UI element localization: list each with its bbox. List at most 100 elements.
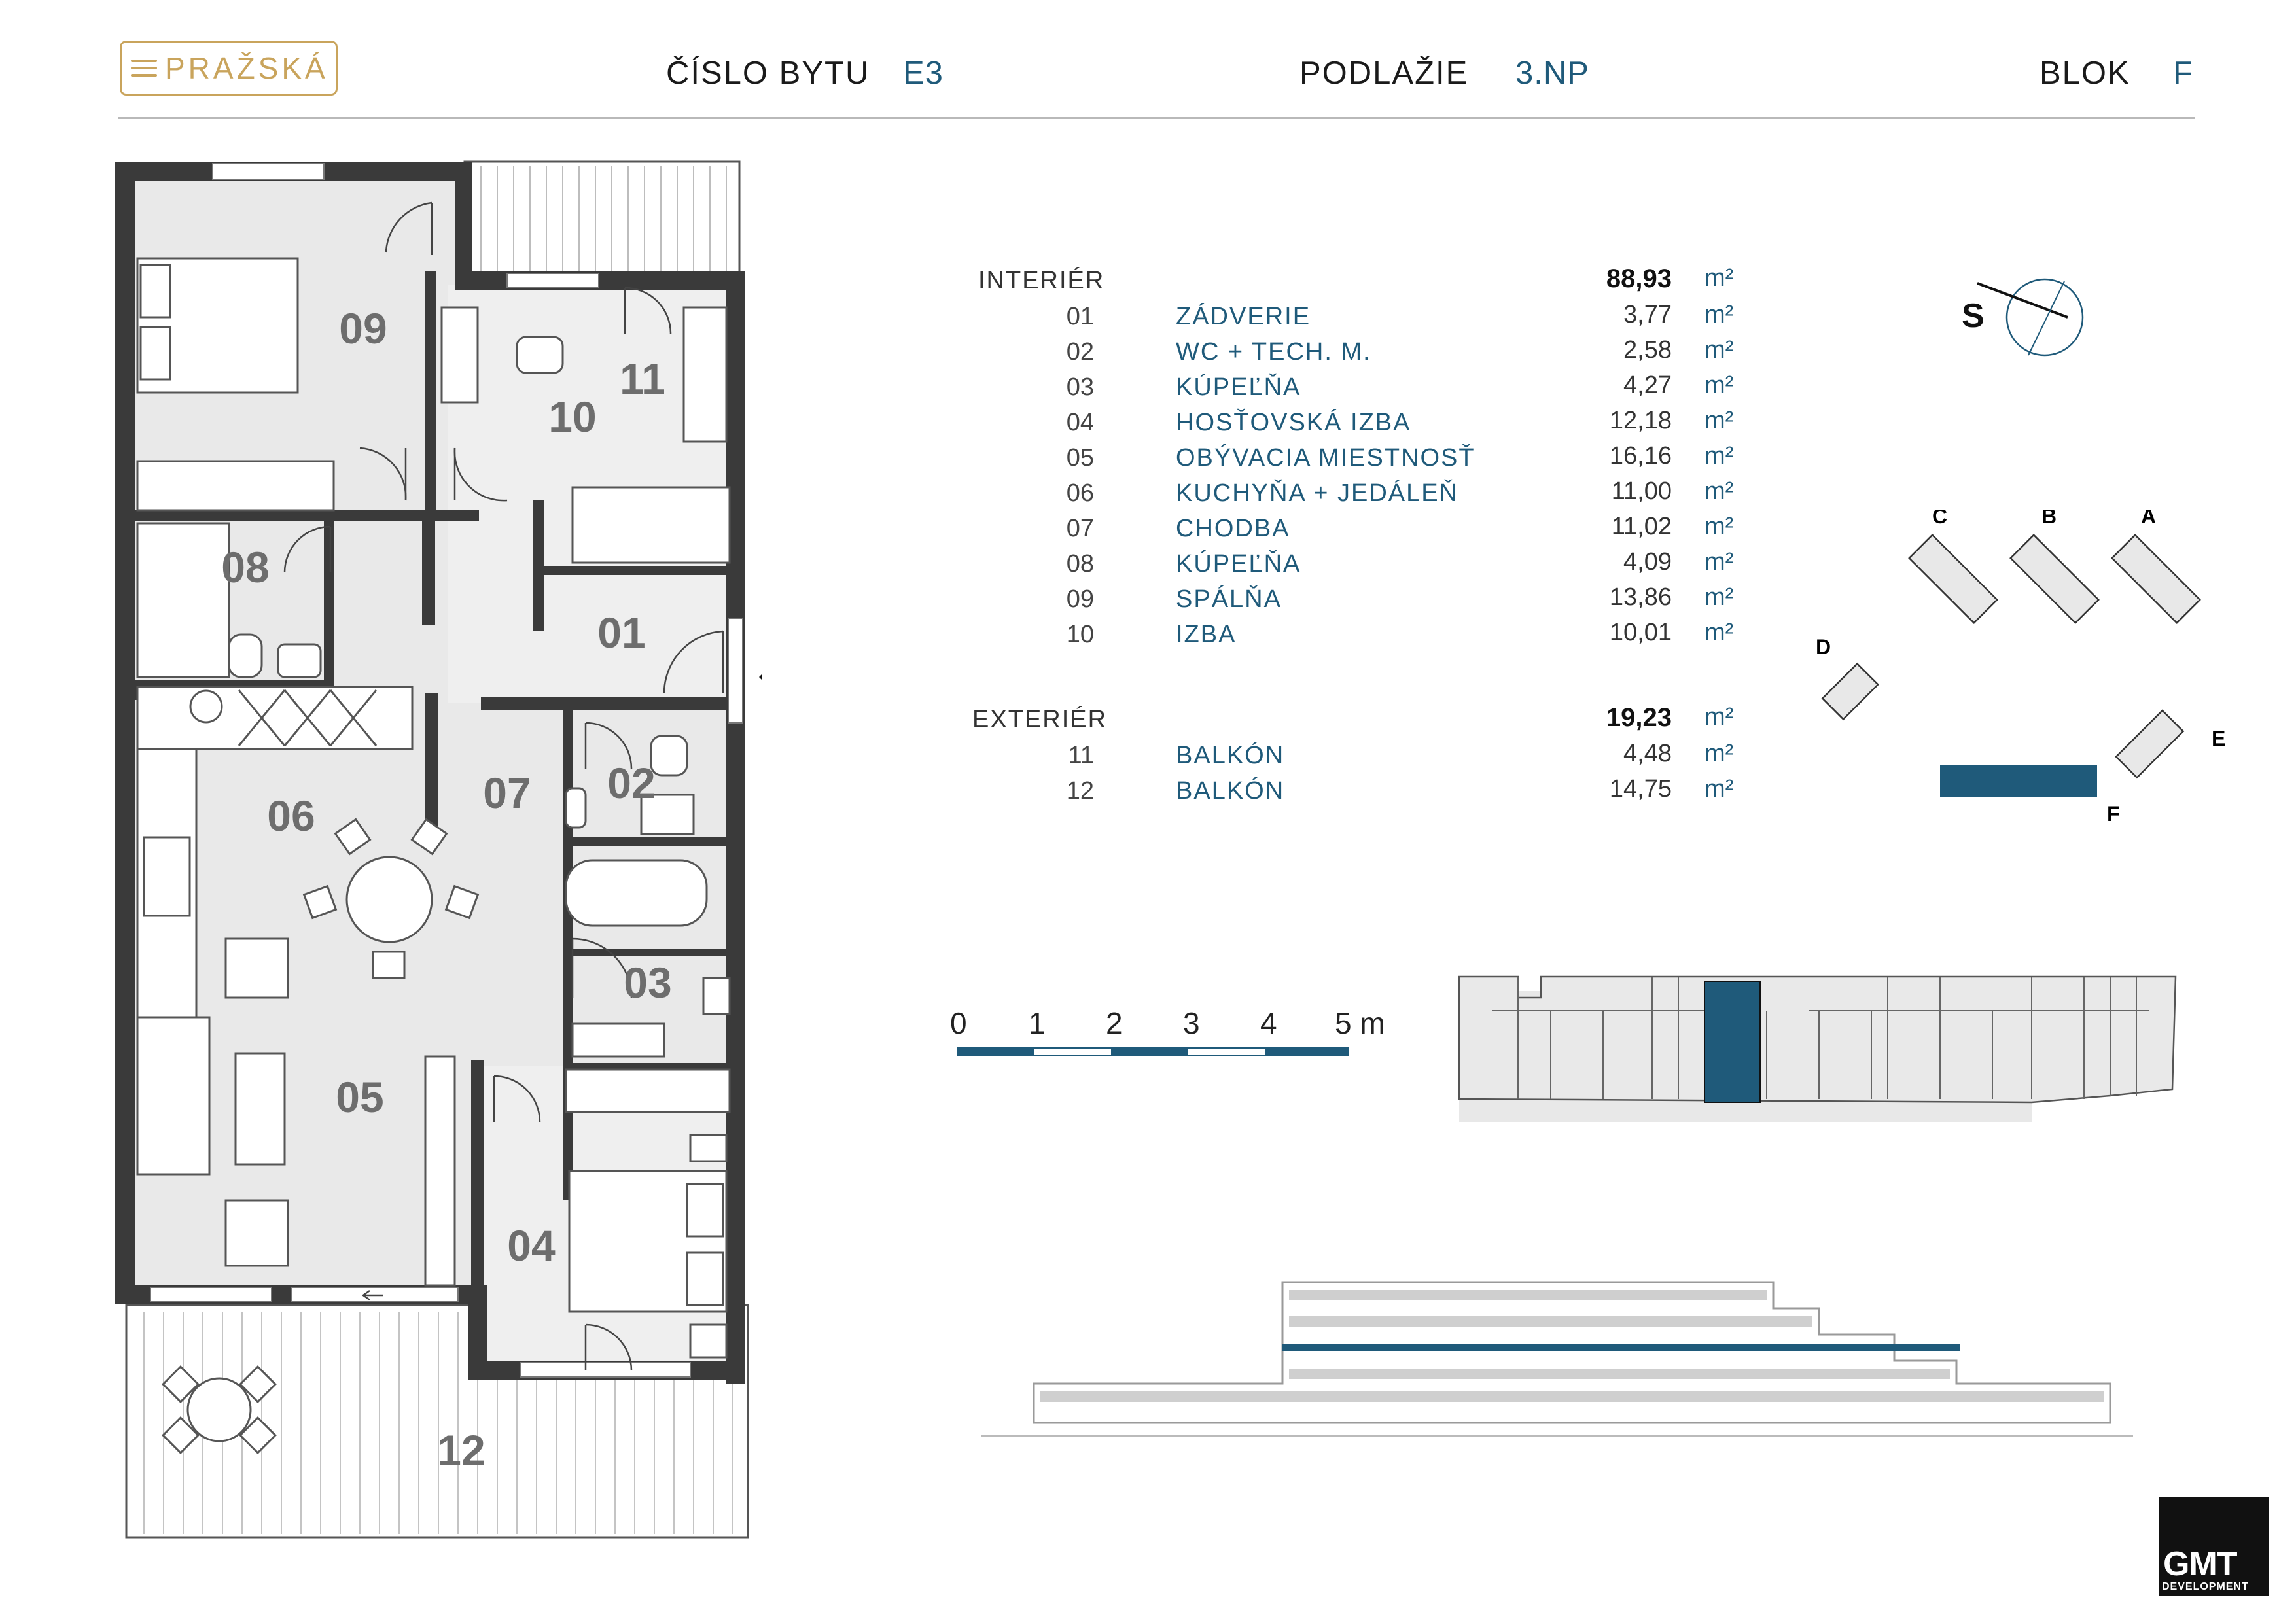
compass: S (1962, 278, 2084, 357)
apartment-number-label: ČÍSLO BYTU (666, 56, 870, 91)
room-id: 11 (1068, 742, 1094, 769)
room-area: 12,18 (1609, 407, 1672, 434)
bedroom-09-furniture (136, 257, 335, 512)
scale-tick: 5 m (1335, 1006, 1385, 1040)
block-b (2009, 534, 2100, 624)
block-letter-d: D (1816, 635, 1831, 659)
block-letter-e: E (2212, 727, 2225, 750)
room-area: 13,86 (1609, 584, 1672, 611)
developer-name: GMT (2163, 1545, 2238, 1583)
floor-label: PODLAŽIE (1299, 56, 1469, 91)
floor-value: 3.NP (1515, 56, 1589, 91)
entrance-icon (759, 674, 762, 680)
block-value: F (2173, 56, 2193, 91)
room-label-03: 03 (624, 958, 671, 1007)
room-area: 2,58 (1623, 336, 1672, 364)
brand-name: PRAŽSKÁ (165, 51, 328, 85)
developer-logo: GMT DEVELOPMENT (2159, 1497, 2269, 1596)
room-name: CHODBA (1176, 515, 1290, 542)
block-e (2115, 709, 2185, 779)
compass-icon (2005, 278, 2084, 357)
room-area: 11,00 (1611, 478, 1672, 505)
room-area: 4,09 (1623, 548, 1672, 576)
room-area: 14,75 (1609, 775, 1672, 803)
scale-tick: 3 (1183, 1006, 1200, 1040)
block-label: BLOK (2040, 56, 2130, 91)
block-letter-b: B (2041, 510, 2057, 528)
room-name: KÚPEĽŇA (1176, 374, 1301, 401)
room-unit: m² (1704, 442, 1734, 470)
room-unit: m² (1704, 301, 1734, 328)
room-label-12: 12 (437, 1426, 485, 1475)
interior-total: 88,93 (1606, 264, 1672, 293)
room-id: 12 (1066, 777, 1094, 805)
room-name: ZÁDVERIE (1176, 303, 1311, 330)
room-name: KÚPEĽŇA (1176, 550, 1301, 578)
room-name: KUCHYŇA + JEDÁLEŇ (1176, 480, 1459, 507)
room-unit: m² (1704, 407, 1734, 434)
bathroom-08-furniture (136, 522, 322, 678)
room-label-09: 09 (339, 304, 387, 353)
room-id: 03 (1066, 374, 1094, 401)
scale-tick: 0 (950, 1006, 967, 1040)
room-area: 3,77 (1623, 301, 1672, 328)
room-area: 16,16 (1609, 442, 1672, 470)
room-id: 05 (1066, 444, 1094, 472)
room-name: SPÁLŇA (1176, 585, 1282, 613)
room-id: 06 (1066, 480, 1094, 507)
room-unit: m² (1704, 372, 1734, 399)
room-unit: m² (1704, 740, 1734, 767)
room-unit: m² (1704, 336, 1734, 364)
waves-icon (131, 55, 157, 81)
compass-north-letter: S (1962, 297, 1985, 335)
floor-plan: 11 09 10 08 01 02 07 06 03 05 04 12 (115, 160, 762, 1539)
exterior-total-unit: m² (1704, 703, 1734, 731)
developer-subtitle: DEVELOPMENT (2162, 1581, 2249, 1592)
block-f-highlighted (1940, 765, 2097, 797)
room-area: 4,48 (1623, 740, 1672, 767)
building-section (981, 1281, 2133, 1437)
scale-segments (957, 1047, 1349, 1056)
room-id: 02 (1066, 338, 1094, 366)
block-letter-c: C (1932, 510, 1947, 528)
exterior-label: EXTERIÉR (972, 706, 1108, 733)
scale-tick: 1 (1029, 1006, 1046, 1040)
living-furniture (136, 1016, 456, 1287)
scale-tick: 2 (1106, 1006, 1123, 1040)
room-name: OBÝVACIA MIESTNOSŤ (1176, 444, 1475, 472)
room-area: 10,01 (1609, 619, 1672, 646)
room-area: 4,27 (1623, 372, 1672, 399)
room-unit: m² (1704, 478, 1734, 505)
room-id: 10 (1066, 621, 1094, 648)
block-d (1821, 662, 1879, 721)
room-unit: m² (1704, 619, 1734, 646)
room-name: BALKÓN (1176, 777, 1285, 805)
room-name: BALKÓN (1176, 742, 1285, 769)
room-label-07: 07 (483, 769, 531, 817)
room-label-04: 04 (507, 1221, 556, 1270)
room-id: 01 (1066, 303, 1094, 330)
door-swings (283, 201, 724, 1371)
header-divider (118, 117, 2195, 119)
room-label-01: 01 (597, 608, 645, 657)
room-id: 04 (1066, 409, 1094, 436)
room-label-11: 11 (620, 355, 665, 403)
block-c (1908, 534, 1998, 624)
room-id: 08 (1066, 550, 1094, 578)
block-letter-a: A (2141, 510, 2156, 528)
scale-tick: 4 (1260, 1006, 1277, 1040)
dining-set (224, 818, 480, 999)
block-f-facade-highlight (1704, 981, 1761, 1103)
room-unit: m² (1704, 548, 1734, 576)
bathroom-fixtures (565, 735, 731, 1058)
exterior-total: 19,23 (1606, 703, 1672, 732)
apartment-number-value: E3 (903, 56, 944, 91)
brand-logo: PRAŽSKÁ (120, 41, 338, 96)
room-label-05: 05 (336, 1073, 383, 1121)
block-letter-f: F (2107, 802, 2120, 824)
room-unit: m² (1704, 584, 1734, 611)
site-map: C B A D E F (1816, 510, 2225, 824)
room-10-furniture (440, 306, 731, 564)
building-elevation (1458, 975, 2177, 1122)
room-name: IZBA (1176, 621, 1237, 648)
